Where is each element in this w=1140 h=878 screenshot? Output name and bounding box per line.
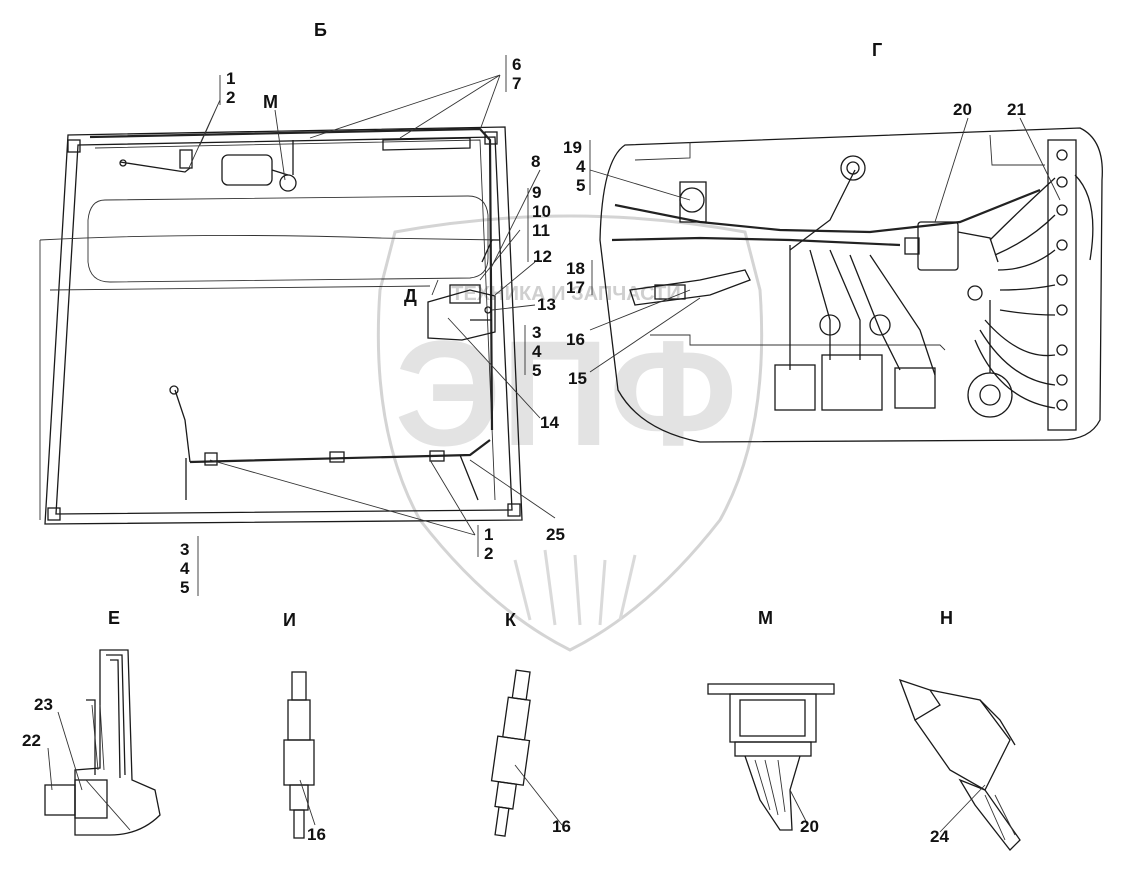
callout-2-lower: 2 [484,544,493,563]
callout-16-k: 16 [552,817,571,836]
detail-m [707,683,835,831]
callout-20: 20 [953,100,972,119]
callout-2: 2 [226,88,235,107]
callout-19: 19 [563,138,582,157]
terminal-blocks [1056,149,1068,411]
callout-6: 6 [512,55,521,74]
view-label-g: Г [872,40,882,60]
callout-1-lower: 1 [484,525,493,544]
detail-n [898,678,1021,851]
callout-4-right: 4 [576,157,586,176]
leader-lines [47,55,1061,833]
callout-14: 14 [540,413,559,432]
callout-5: 5 [532,361,541,380]
callout-22: 22 [22,731,41,750]
callout-15: 15 [568,369,587,388]
view-label-b: Б [314,20,327,40]
callout-4-lower: 4 [180,559,190,578]
view-b-panel [39,126,523,525]
callout-3: 3 [532,323,541,342]
view-g-panel [599,127,1103,443]
callout-17: 17 [566,278,585,297]
callout-5-lower: 5 [180,578,189,597]
watermark-caption: ТЕХНИКА И ЗАПЧАСТИ [451,283,680,305]
callout-12: 12 [533,247,552,266]
detail-i [283,671,315,839]
detail-e [44,649,161,836]
view-label-n: Н [940,608,953,628]
callout-9: 9 [532,183,541,202]
watermark: ЭПФ ТЕХНИКА И ЗАПЧАСТИ [376,214,764,652]
watermark-letters: ЭПФ [395,309,738,477]
callout-23: 23 [34,695,53,714]
callout-24: 24 [930,827,949,846]
callout-3-lower: 3 [180,540,189,559]
view-label-d: Д [404,286,417,306]
callout-16-i: 16 [307,825,326,844]
view-callout-m: М [263,92,278,112]
callout-16: 16 [566,330,585,349]
callout-20-m: 20 [800,817,819,836]
view-label-k: К [505,610,517,630]
callout-21: 21 [1007,100,1026,119]
watermark-wheat-icon [513,549,637,626]
callout-8: 8 [531,152,540,171]
callout-13: 13 [537,295,556,314]
view-label-e: Е [108,608,120,628]
callout-1: 1 [226,69,235,88]
detail-k [490,669,531,837]
callout-25: 25 [546,525,565,544]
callout-11: 11 [532,221,550,240]
callout-4: 4 [532,342,542,361]
view-label-i: И [283,610,296,630]
callout-5-right: 5 [576,176,585,195]
callout-10: 10 [532,202,551,221]
callout-7: 7 [512,74,521,93]
view-label-m: М [758,608,773,628]
callout-18: 18 [566,259,585,278]
